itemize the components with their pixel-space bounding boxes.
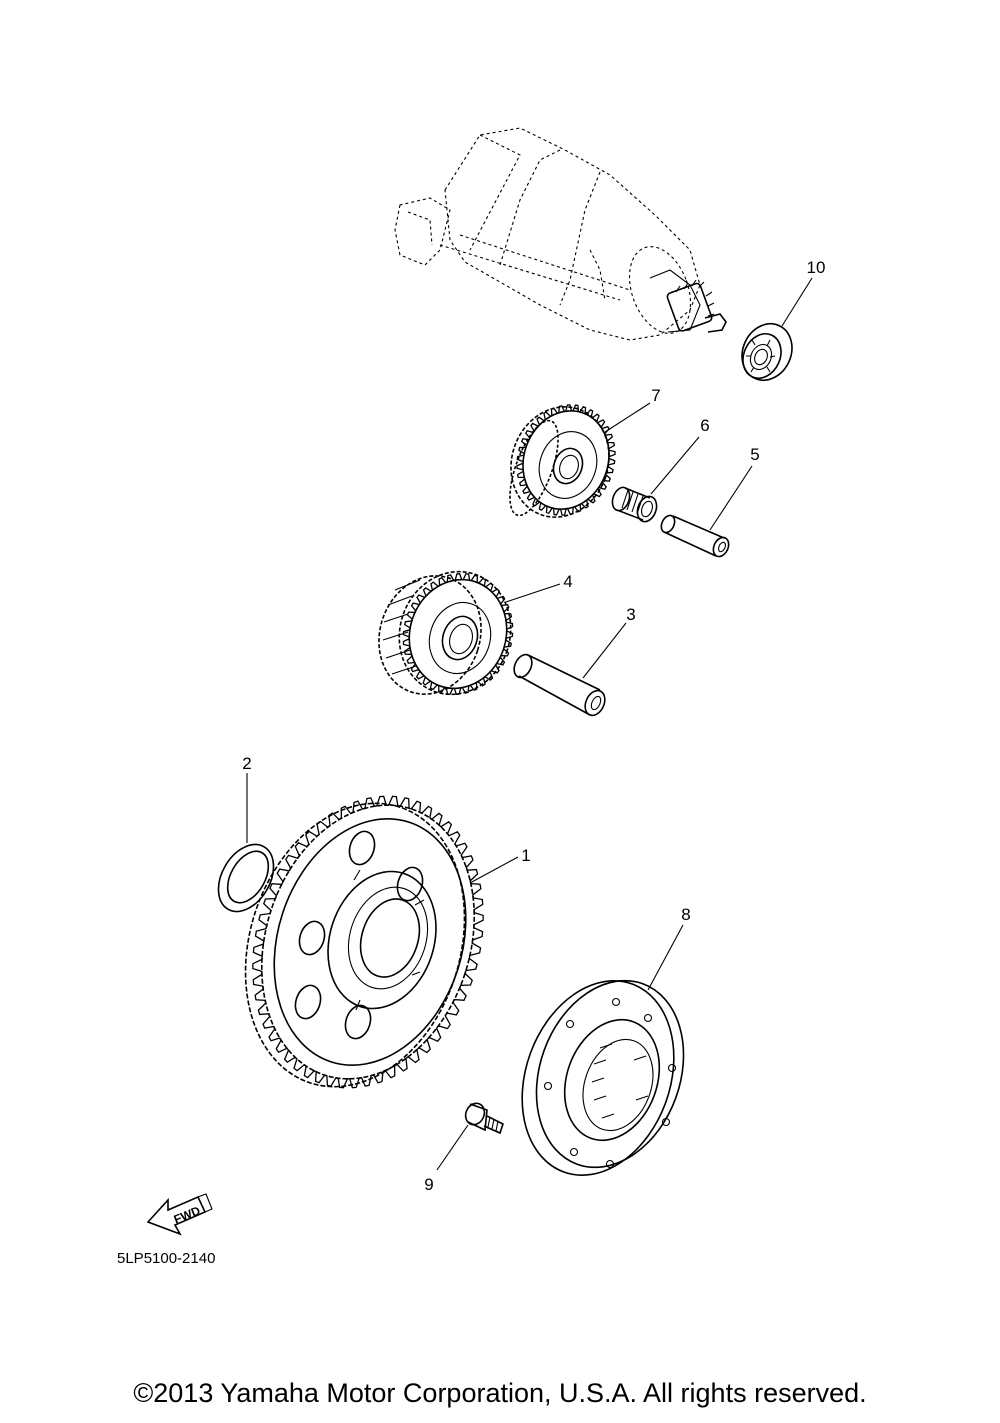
diagram-code: 5LP5100-2140 (117, 1250, 215, 1267)
double-gear-4[interactable] (364, 557, 527, 709)
starter-wheel-gear-1[interactable] (210, 775, 508, 1116)
washer-2[interactable] (207, 835, 285, 921)
fwd-arrow-icon: FWD (146, 1193, 213, 1236)
callout-3: 3 (626, 605, 635, 624)
callout-8: 8 (681, 905, 690, 924)
callout-2: 2 (242, 754, 251, 773)
shaft-3[interactable] (511, 652, 609, 719)
copyright-notice: ©2013 Yamaha Motor Corporation, U.S.A. A… (133, 1378, 867, 1408)
needle-bearing-6[interactable] (609, 485, 660, 524)
bolt-9[interactable] (462, 1100, 504, 1135)
callout-4: 4 (563, 572, 572, 591)
callout-6: 6 (700, 416, 709, 435)
pinion-gear (666, 279, 715, 332)
callout-7: 7 (651, 386, 660, 405)
idler-gear-7[interactable] (496, 393, 625, 531)
callout-1: 1 (521, 846, 530, 865)
callout-10: 10 (807, 258, 826, 277)
leader-lines (246, 277, 813, 1171)
shaft-5[interactable] (659, 513, 732, 559)
starter-motor[interactable] (394, 127, 727, 342)
one-way-clutch-8[interactable] (496, 959, 708, 1196)
gear-teeth-4 (402, 573, 514, 695)
gear-teeth-7 (516, 404, 616, 516)
bearing-10[interactable] (733, 316, 801, 389)
callout-9: 9 (424, 1175, 433, 1194)
callout-5: 5 (750, 445, 759, 464)
gear-teeth-1 (252, 795, 484, 1089)
